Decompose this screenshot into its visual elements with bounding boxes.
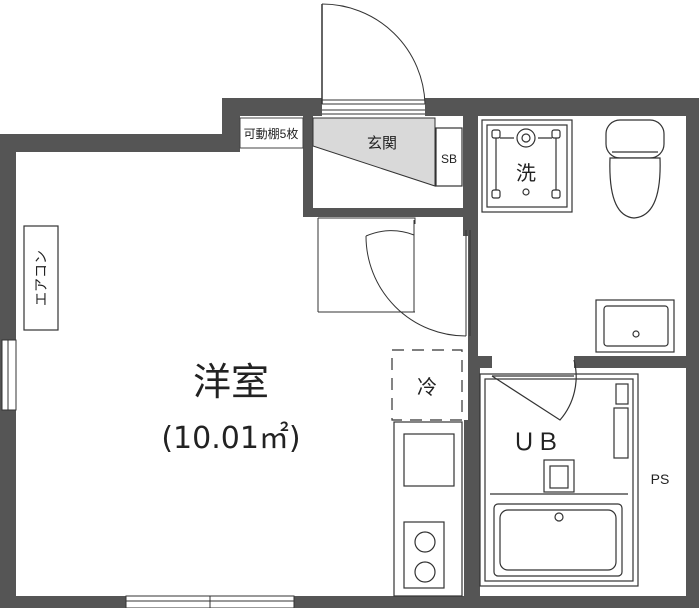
unit-bath <box>479 359 639 587</box>
wall-bottom <box>0 596 699 608</box>
wall-kitchen-right <box>464 420 470 596</box>
walls <box>0 98 699 608</box>
fridge-label: 冷 <box>417 375 437 399</box>
unit-bath-label: ＵＢ <box>512 428 560 456</box>
wall-ub-left <box>468 356 480 596</box>
ub-shelf <box>613 407 629 459</box>
fridge-space <box>391 349 463 421</box>
aircon-box <box>23 225 59 331</box>
wall-top-right <box>425 98 699 116</box>
washer-label: 洗 <box>516 161 536 185</box>
ps-label: PS <box>651 471 670 487</box>
window-bottom <box>125 595 295 608</box>
room-name: 洋室 <box>193 360 269 404</box>
wall-wash-left <box>463 116 478 236</box>
bathtub <box>493 503 623 577</box>
kitchen <box>393 421 463 597</box>
aircon-label: エアコン <box>34 250 50 306</box>
room-area: (10.01㎡) <box>161 421 300 456</box>
ub-sink <box>543 459 575 493</box>
burner-2 <box>414 561 436 583</box>
wall-ub-top-right <box>574 356 686 368</box>
wall-entrance-left <box>303 116 313 216</box>
room-door <box>317 217 471 337</box>
wall-entrance-bottom <box>303 208 463 217</box>
shelf-label: 可動棚5枚 <box>244 126 299 141</box>
front-door <box>321 3 426 116</box>
kitchen-sink <box>403 433 455 487</box>
shoe-box-label: SB <box>441 152 457 166</box>
wall-top-left <box>222 98 322 116</box>
window-left <box>1 339 17 411</box>
washing-machine <box>481 119 573 213</box>
wash-basin <box>595 299 675 353</box>
entrance-floor <box>312 117 436 187</box>
wall-right <box>686 98 699 608</box>
wall-wash-left-lower <box>468 236 478 356</box>
toilet <box>605 119 665 219</box>
wall-top-room <box>0 134 238 152</box>
entrance-label: 玄関 <box>367 134 397 152</box>
stove <box>403 521 445 589</box>
shelf-box <box>239 117 304 149</box>
shoe-box <box>435 127 463 187</box>
burner-1 <box>414 531 436 553</box>
